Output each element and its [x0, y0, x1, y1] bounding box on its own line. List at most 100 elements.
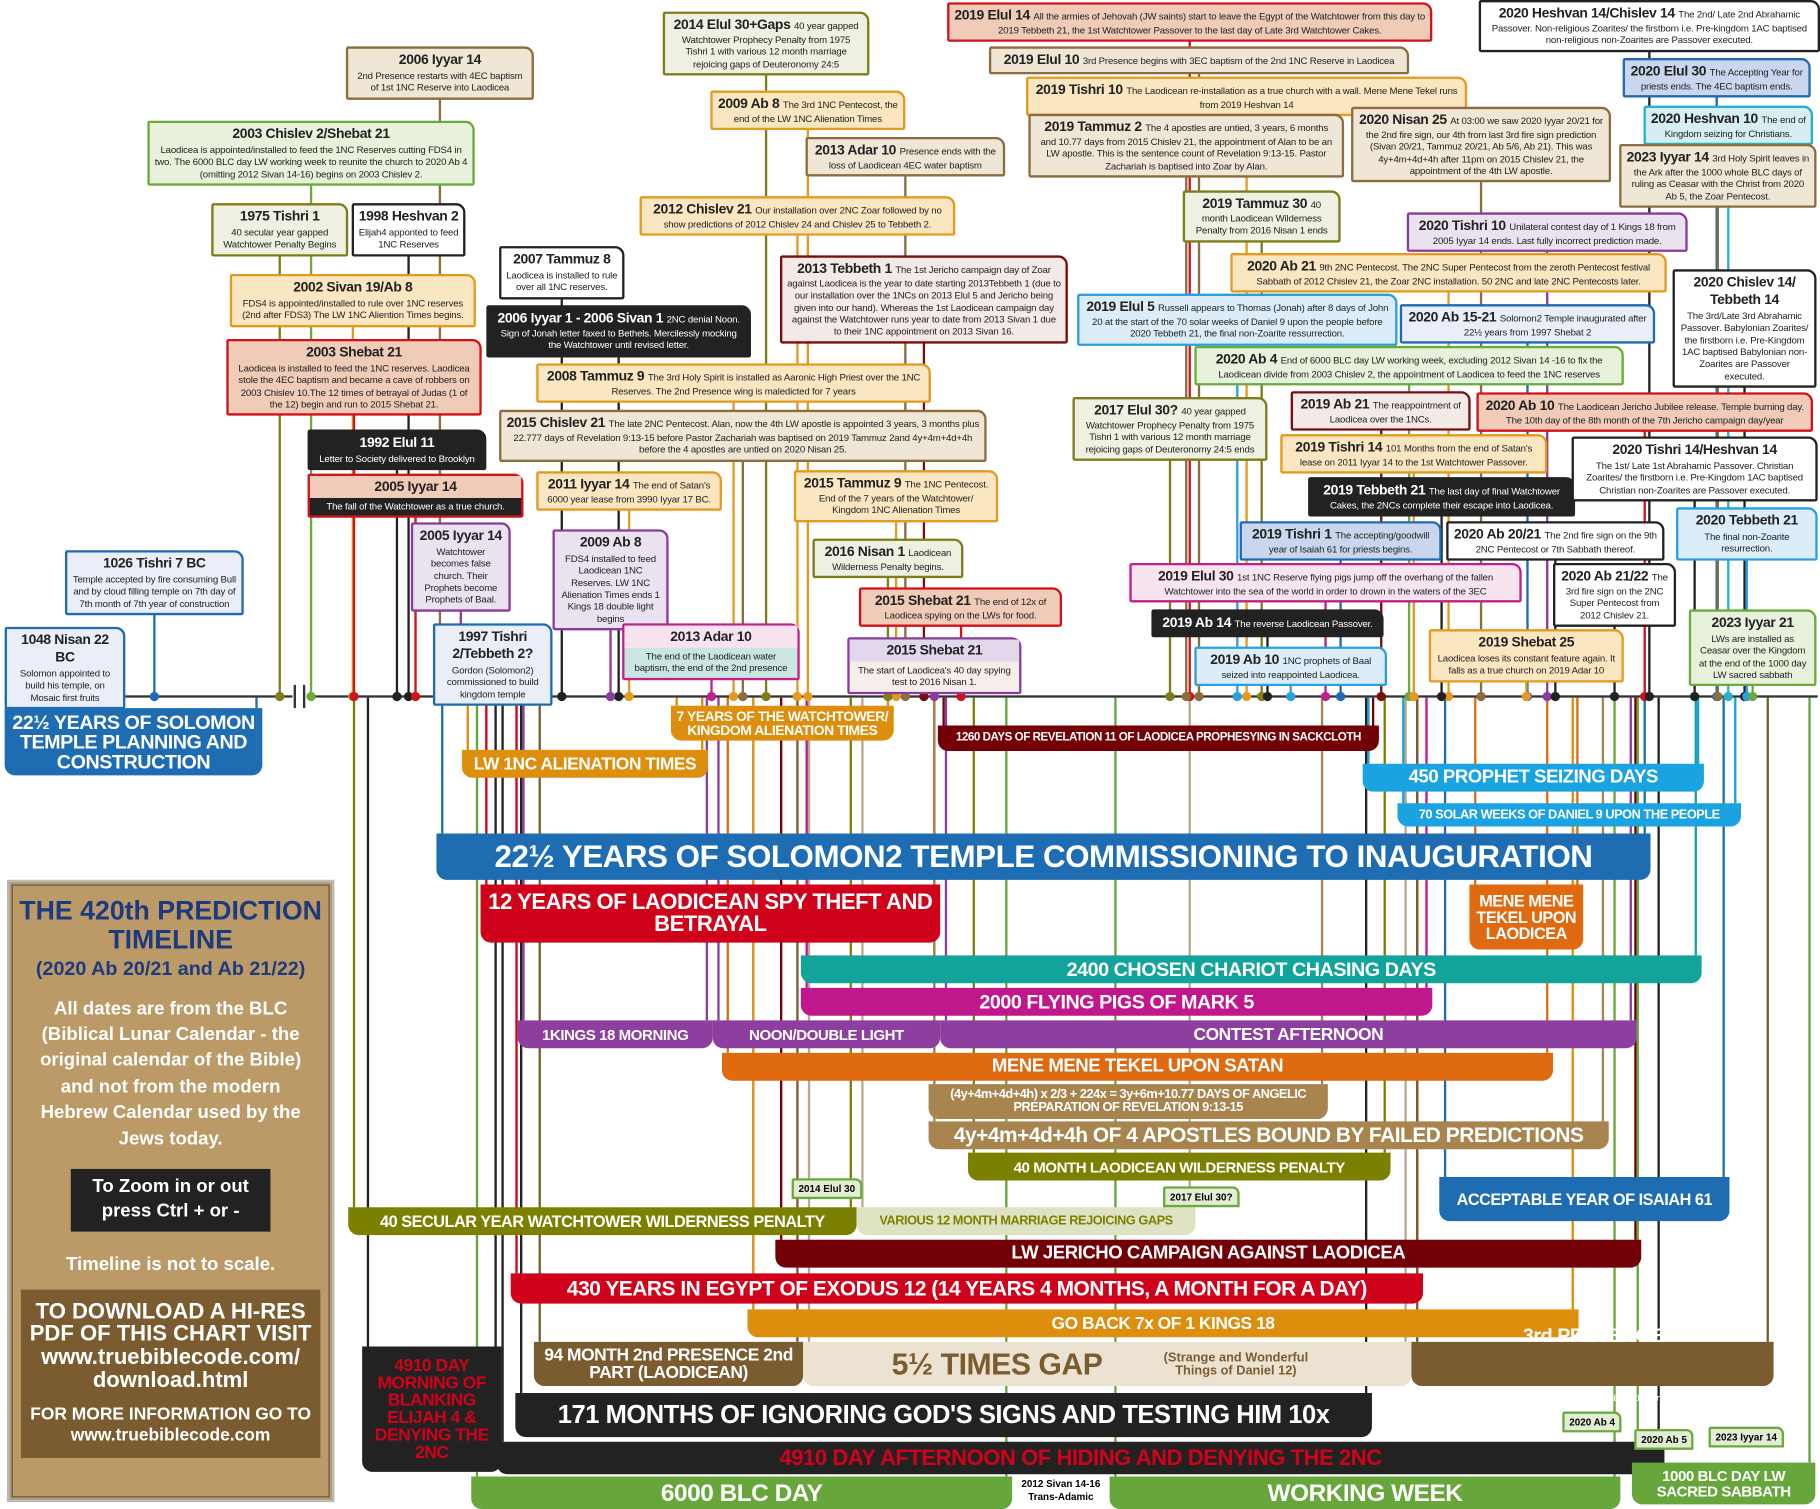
period-bar[interactable]: ACCEPTABLE YEAR OF ISAIAH 61: [1439, 1177, 1730, 1222]
period-bar[interactable]: 4y+4m+4d+4h OF 4 APOSTLES BOUND BY FAILE…: [928, 1121, 1609, 1150]
timeline-date-marker[interactable]: [410, 691, 421, 702]
timeline-date-marker[interactable]: [728, 691, 739, 702]
timeline-date-marker[interactable]: [929, 691, 940, 702]
period-bar[interactable]: 1KINGS 18 MORNING: [517, 1020, 713, 1049]
timeline-date-marker[interactable]: [1436, 691, 1447, 702]
period-bar[interactable]: CONTEST AFTERNOON: [940, 1020, 1637, 1049]
period-bar[interactable]: 40 SECULAR YEAR WATCHTOWER WILDERNESS PE…: [348, 1207, 857, 1236]
timeline-date-marker[interactable]: [706, 691, 717, 702]
period-bar[interactable]: 5½ TIMES GAP(Strange and Wonderful Thing…: [803, 1341, 1412, 1386]
timeline-date-marker[interactable]: [275, 691, 285, 702]
period-bar[interactable]: 94 MONTH 2nd PRESENCE 2nd PART (LAODICEA…: [533, 1341, 804, 1386]
period-bar[interactable]: WORKING WEEK: [1109, 1476, 1621, 1509]
timeline-date-marker[interactable]: [149, 691, 160, 702]
timeline-date-marker[interactable]: [557, 691, 567, 702]
event-box[interactable]: 1997 Tishri 2/Tebbeth 2?Gordon (Solomon2…: [432, 623, 553, 706]
timeline-date-marker[interactable]: [1742, 691, 1752, 702]
timeline-date-marker[interactable]: [761, 691, 771, 702]
timeline-date-marker[interactable]: [1521, 691, 1531, 702]
timeline-date-marker[interactable]: [1550, 691, 1560, 702]
timeline-date-marker[interactable]: [738, 691, 748, 702]
info-link[interactable]: FOR MORE INFORMATION GO TO www.truebible…: [30, 1404, 312, 1446]
timeline-date-marker[interactable]: [1542, 691, 1552, 702]
timeline-date-marker[interactable]: [1194, 691, 1204, 702]
period-bar[interactable]: 7 YEARS OF THE WATCHTOWER/ KINGDOM ALIEN…: [670, 705, 894, 741]
period-bar[interactable]: 450 PROPHET SEIZING DAYS: [1362, 763, 1704, 792]
timeline-date-marker[interactable]: [1165, 691, 1175, 702]
period-bar[interactable]: GO BACK 7x OF 1 KINGS 18: [747, 1309, 1579, 1338]
timeline-date-marker[interactable]: [1257, 691, 1267, 702]
period-bar[interactable]: LW JERICHO CAMPAIGN AGAINST LAODICEA: [775, 1239, 1642, 1268]
period-bar[interactable]: 171 MONTHS OF IGNORING GOD'S SIGNS AND T…: [515, 1392, 1372, 1438]
timeline-date-marker[interactable]: [403, 691, 414, 702]
timeline-date-marker[interactable]: [919, 691, 929, 702]
timeline-date-marker[interactable]: [1443, 691, 1454, 702]
timeline-date-marker[interactable]: [1409, 691, 1419, 702]
period-bar[interactable]: 4910 DAY MORNING OF BLANKING ELIJAH 4 & …: [362, 1346, 502, 1472]
period-bar[interactable]: 6000 BLC DAY: [471, 1476, 1013, 1509]
period-bar[interactable]: NOON/DOUBLE LIGHT: [712, 1020, 941, 1049]
download-link[interactable]: TO DOWNLOAD A HI-RES PDF OF THIS CHART V…: [29, 1299, 312, 1394]
period-bar[interactable]: 1260 DAYS OF REVELATION 11 OF LAODICEA P…: [937, 725, 1379, 752]
timeline-date-marker[interactable]: [605, 691, 616, 702]
period-bar[interactable]: 2400 CHOSEN CHARIOT CHASING DAYS: [800, 955, 1702, 984]
period-bar[interactable]: 40 MONTH LAODICEAN WILDERNESS PENALTY: [968, 1152, 1391, 1181]
timeline-date-marker[interactable]: [1376, 691, 1386, 702]
timeline-date-marker[interactable]: [392, 691, 402, 702]
timeline-date-marker[interactable]: [1320, 691, 1331, 702]
period-bar[interactable]: 70 SOLAR WEEKS OF DANIEL 9 UPON THE PEOP…: [1397, 803, 1742, 827]
period-bar[interactable]: VARIOUS 12 MONTH MARRIAGE REJOICING GAPS: [856, 1207, 1196, 1236]
timeline-date-marker[interactable]: [803, 691, 813, 702]
timeline-date-marker[interactable]: [1232, 691, 1242, 702]
timeline-date-marker[interactable]: [1689, 691, 1700, 702]
period-bar[interactable]: 22½ YEARS OF SOLOMON TEMPLE PLANNING AND…: [4, 708, 263, 776]
timeline-date-marker[interactable]: [883, 691, 893, 702]
timeline-date-marker[interactable]: [956, 691, 966, 702]
period-bar[interactable]: MENE MENE TEKEL UPON LAODICEA: [1469, 884, 1584, 950]
timeline-date-marker[interactable]: [1748, 691, 1758, 702]
timeline-date-marker[interactable]: [624, 691, 634, 702]
period-bar[interactable]: 22½ YEARS OF SOLOMON2 TEMPLE COMMISSIONI…: [436, 833, 1651, 880]
timeline-date-marker[interactable]: [614, 691, 624, 702]
